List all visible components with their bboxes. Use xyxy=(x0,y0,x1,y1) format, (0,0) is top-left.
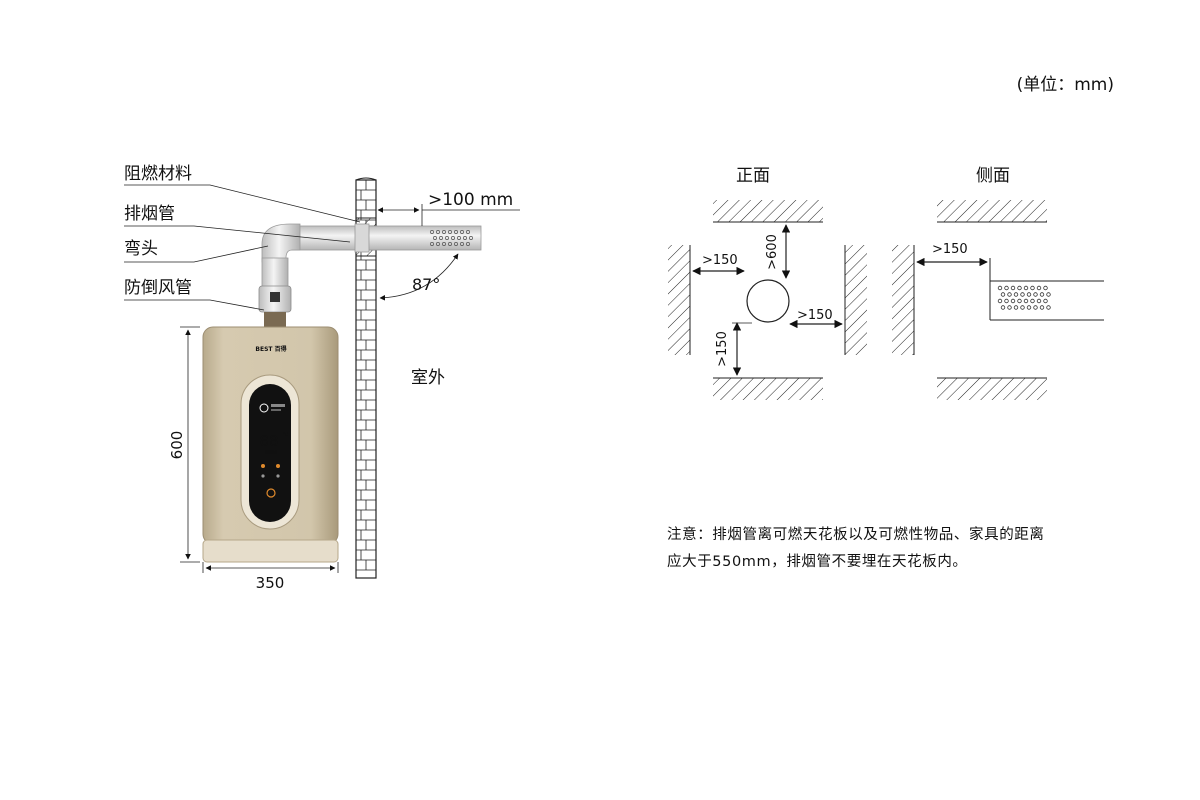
fan-icon[interactable] xyxy=(276,474,280,478)
side-view: >150 xyxy=(892,200,1104,400)
angle-label: 87° xyxy=(412,275,440,294)
side-view-title: 侧面 xyxy=(976,166,1010,186)
front-view: >150 >600 >150 >150 xyxy=(668,200,867,400)
down-button-icon[interactable] xyxy=(261,464,265,468)
height-label: 600 xyxy=(168,431,186,460)
label-backdraft-pipe: 防倒风管 xyxy=(124,278,192,298)
temp-display: 88 xyxy=(259,432,278,450)
wall-clearance-dimension: >100 mm xyxy=(377,190,520,226)
wall-clearance-label: >100 mm xyxy=(428,190,513,210)
unit-c: °C xyxy=(283,432,288,437)
front-view-title: 正面 xyxy=(736,166,770,186)
front-bottom-label: >150 xyxy=(715,331,730,367)
mode-icon[interactable] xyxy=(261,474,265,478)
vent-holes xyxy=(430,230,473,246)
note-line-2: 应大于550mm，排烟管不要埋在天花板内。 xyxy=(667,554,968,570)
front-left-label: >150 xyxy=(702,253,738,268)
height-dimension: 600 xyxy=(168,326,200,563)
power-icon[interactable] xyxy=(266,488,276,498)
label-fire-resistant: 阻燃材料 xyxy=(124,164,192,184)
flue-pipe xyxy=(284,223,482,253)
label-outdoor: 室外 xyxy=(411,368,445,388)
water-heater: BEST 百得 88 °C 8888 xyxy=(202,326,339,563)
note-line-1: 注意：排烟管离可燃天花板以及可燃性物品、家具的距离 xyxy=(667,527,1045,543)
front-right-label: >150 xyxy=(797,308,833,323)
angle-indicator: 87° xyxy=(379,253,459,301)
pipe-cross-section xyxy=(746,279,790,323)
side-vent-holes xyxy=(997,285,1051,310)
width-label: 350 xyxy=(256,574,285,592)
vertical-pipe xyxy=(261,257,289,289)
width-dimension: 350 xyxy=(202,562,339,592)
leader-labels: 阻燃材料 排烟管 弯头 防倒风管 室外 xyxy=(124,164,445,388)
brand-label: BEST 百得 xyxy=(255,345,286,353)
logo-icon xyxy=(259,403,269,413)
label-flue-pipe: 排烟管 xyxy=(124,204,175,224)
side-left-label: >150 xyxy=(932,242,968,257)
installation-note: 注意：排烟管离可燃天花板以及可燃性物品、家具的距离 应大于550mm，排烟管不要… xyxy=(667,522,1127,576)
front-top-label: >600 xyxy=(765,234,780,270)
backdraft-label-mark xyxy=(270,292,280,302)
elbow xyxy=(261,223,301,263)
unit-label: (单位：mm) xyxy=(1016,75,1114,95)
heater-neck xyxy=(264,312,286,328)
label-elbow: 弯头 xyxy=(124,239,158,259)
control-panel xyxy=(249,384,291,522)
sub-display: 8888 xyxy=(265,450,278,456)
up-button-icon[interactable] xyxy=(276,464,280,468)
